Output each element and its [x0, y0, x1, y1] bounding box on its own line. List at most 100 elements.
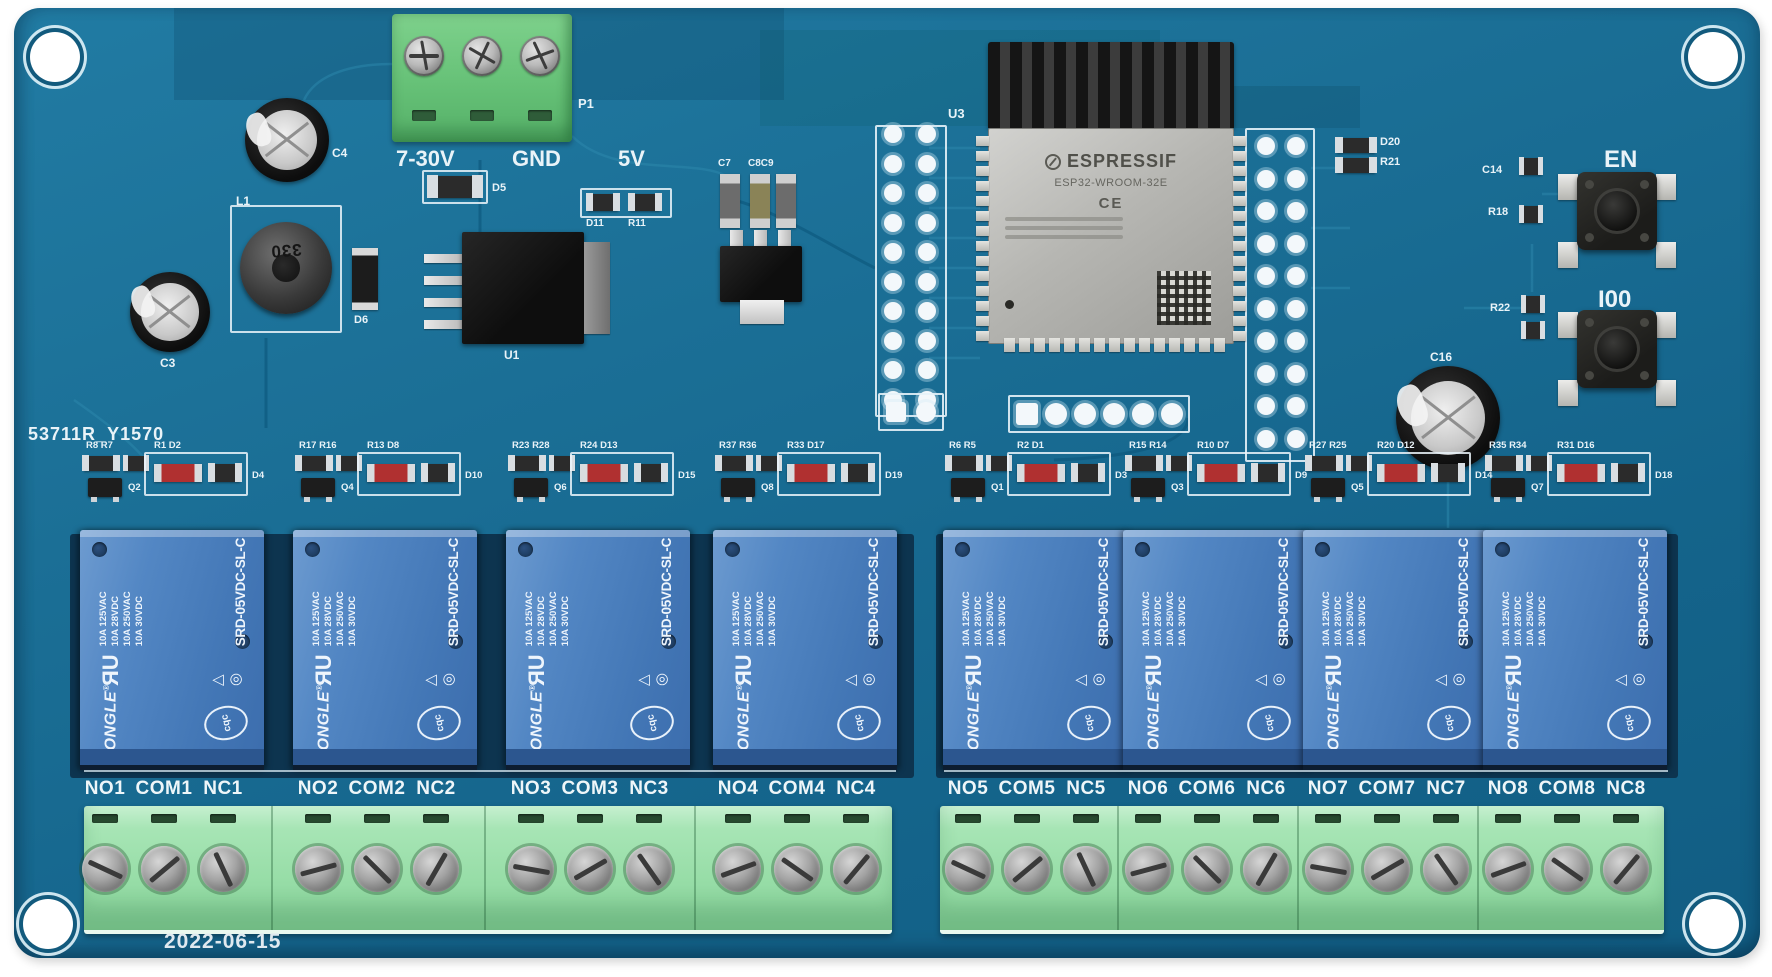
esp32-pad: [1124, 338, 1135, 352]
terminal-label-nc: NC8: [1606, 778, 1646, 799]
cluster-q-label: Q1: [991, 482, 1004, 493]
cluster-q-label: Q6: [554, 482, 567, 493]
terminal-label-no: NO3: [510, 778, 552, 799]
terminal-screw: [774, 846, 820, 892]
cluster-led-outline: [1547, 452, 1651, 496]
through-hole: [1257, 332, 1275, 350]
through-hole: [1257, 137, 1275, 155]
inductor-outline: [230, 205, 342, 333]
esp32-pad: [1169, 338, 1180, 352]
cluster-q-label: Q4: [341, 482, 354, 493]
terminal-wire-slot: [423, 814, 449, 823]
resistor-r18: [1518, 205, 1544, 223]
cluster-led-label: R13 D8: [367, 440, 400, 451]
terminal-screw: [1004, 846, 1050, 892]
ul-mark: ЯU: [1141, 654, 1166, 686]
terminal-seam: [693, 806, 696, 930]
relay-print-col: ЯU△ ◎: [727, 654, 883, 686]
through-hole: [1287, 397, 1305, 415]
terminal-label-com: COM8: [1538, 778, 1596, 799]
r11-ref: R11: [628, 218, 646, 229]
cluster-transistor: [514, 478, 548, 502]
through-hole: [884, 331, 902, 350]
cluster-resistor: [985, 455, 1013, 471]
cluster-resistor: [1165, 455, 1193, 471]
regulator-pin: [778, 230, 791, 248]
cqc-mark: cqc: [200, 701, 252, 745]
power-screw: [404, 36, 444, 76]
power-wire-slot: [470, 110, 494, 121]
cluster-resistor: [755, 455, 783, 471]
cluster-d-label: D14: [1475, 470, 1493, 481]
button-pad: [1656, 312, 1676, 338]
through-hole: [918, 213, 936, 232]
cluster-transistor: [1311, 478, 1345, 502]
relay-model: SRD-05VDC-SL-C: [1096, 537, 1111, 647]
cluster-resistor: [122, 455, 150, 471]
cluster-q-label: Q2: [128, 482, 141, 493]
esp32-pad: [1019, 338, 1030, 352]
program-hole: [1074, 403, 1096, 425]
capacitor-c8: [750, 174, 770, 228]
io0-button: [1577, 310, 1657, 388]
esp32-pad: [1094, 338, 1105, 352]
terminal-screw: [1423, 846, 1469, 892]
cluster-led: [1017, 464, 1065, 482]
esp32-pad: [1233, 286, 1246, 296]
terminal-label-no: NO7: [1307, 778, 1349, 799]
cluster-d-label: D3: [1115, 470, 1128, 481]
terminal-label-no: NO4: [717, 778, 759, 799]
terminal-seam: [1117, 806, 1119, 930]
terminal-label-com: COM6: [1178, 778, 1236, 799]
regulator-sot223: [720, 246, 802, 302]
terminal-seam: [270, 806, 273, 930]
terminal-wire-slot: [1014, 814, 1040, 823]
esp32-pad: [976, 331, 989, 341]
cluster-led-outline: [1187, 452, 1291, 496]
esp32-pad: [1199, 338, 1210, 352]
power-wire-slot: [412, 110, 436, 121]
board-id-silkscreen: 53711R_Y1570: [28, 424, 165, 444]
esp32-pad: [1079, 338, 1090, 352]
r21-ref: R21: [1380, 156, 1401, 168]
terminal-wire-slot: [1613, 814, 1639, 823]
cqc-mark: cqc: [626, 701, 678, 745]
terminal-screw: [1603, 846, 1649, 892]
cluster-led-label: R20 D12: [1377, 440, 1415, 451]
cluster-led-label: R31 D16: [1557, 440, 1595, 451]
cluster-rpair-label: R27 R25: [1309, 440, 1347, 451]
relay-print-col: ЯU△ ◎: [520, 654, 676, 686]
relay-cover-dot: [1315, 542, 1330, 557]
relay-cover-dot: [1495, 542, 1510, 557]
through-hole: [884, 125, 902, 143]
d11-ref: D11: [586, 218, 604, 229]
terminal-wire-slot: [1374, 814, 1400, 823]
header-holes-right: [1245, 128, 1315, 462]
power-pin-label-5v: 5V: [618, 146, 645, 171]
relay-print-col: SONGLE®cqc: [1497, 685, 1655, 761]
esp32-fineprint: [989, 217, 1233, 239]
relay-print-col: ЯU△ ◎: [94, 654, 250, 686]
qr-code: [1157, 271, 1211, 325]
relay-cover-dot: [725, 542, 740, 557]
terminal-wire-slot: [1554, 814, 1580, 823]
cluster-d-label: D9: [1295, 470, 1308, 481]
relay-print-col: SONGLE®cqc: [94, 685, 252, 761]
cluster-d-label: D19: [885, 470, 903, 481]
through-hole: [918, 302, 936, 320]
terminal-label-nc: NC3: [629, 778, 669, 799]
through-hole: [884, 243, 902, 261]
esp32-pad: [1233, 151, 1246, 161]
button-pad: [1558, 174, 1578, 200]
through-hole: [1287, 267, 1305, 285]
cqc-mark: cqc: [1603, 701, 1655, 745]
relay-model: SRD-05VDC-SL-C: [233, 537, 248, 647]
date-silkscreen: 2022-06-15: [164, 930, 282, 953]
cert-marks: △ ◎: [422, 670, 457, 686]
diode-d6-ref: D6: [354, 314, 369, 326]
